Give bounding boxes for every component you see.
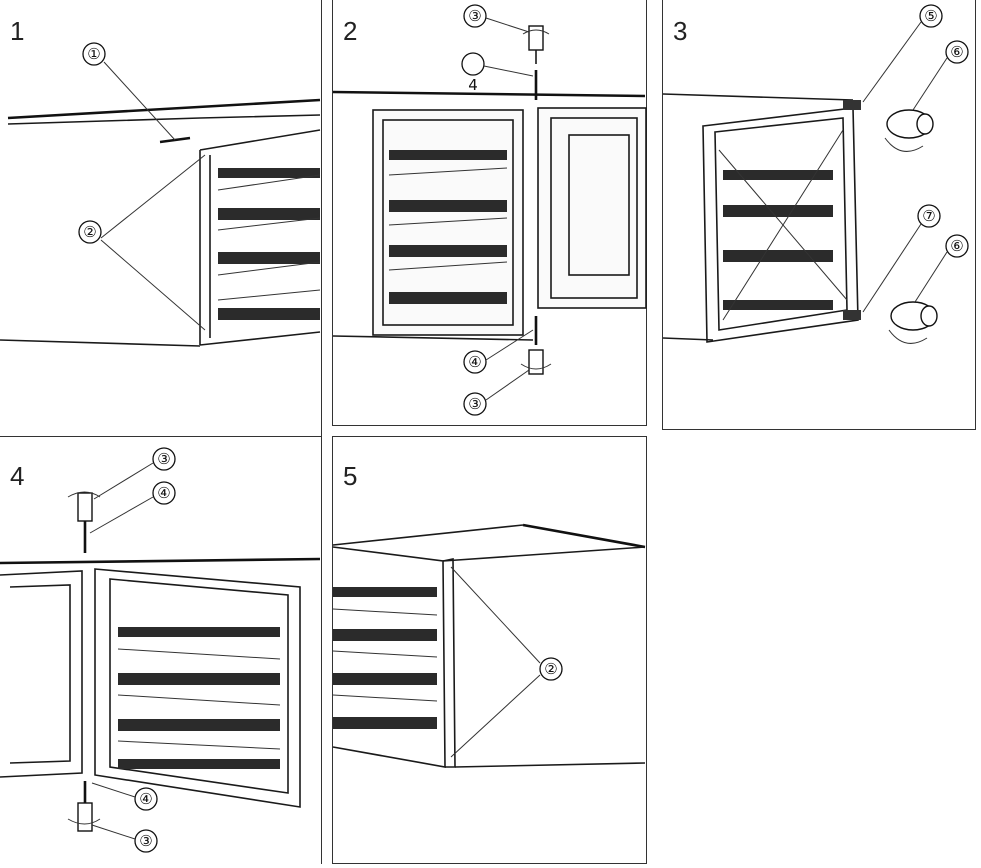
callout-6-bottom: ⑥ (950, 237, 963, 255)
step-5-illustration: ② (332, 523, 646, 768)
step-3-panel: 3 ⑤ ⑥ ⑦ ⑥ (662, 0, 976, 430)
callout-4-top: ④ (157, 484, 170, 502)
callout-4-bottom: ④ (139, 790, 152, 808)
callout-6-top: ⑥ (950, 43, 963, 61)
callout-7: ⑦ (922, 207, 935, 225)
callout-3-top: ③ (157, 450, 170, 468)
screwdriver-icon (67, 802, 101, 832)
callout-3-bottom: ③ (139, 832, 152, 850)
step-number: 2 (343, 16, 358, 46)
callout-2: ② (83, 223, 96, 241)
callout-5: ⑤ (924, 7, 937, 25)
screwdriver-icon (522, 25, 550, 64)
step-4-illustration: ③ ④ ④ ③ (0, 447, 321, 853)
screwdriver-icon (520, 349, 552, 375)
callout-4-top: 4 (468, 76, 478, 94)
rotate-arrow-icon (888, 301, 938, 344)
step-number: 4 (10, 461, 25, 491)
step-5-panel: 5 ② (332, 436, 647, 864)
step-3-illustration: ⑤ ⑥ ⑦ ⑥ (662, 4, 969, 344)
rotate-arrow-icon (884, 109, 934, 152)
step-2-illustration: ③ 4 ④ ③ (332, 4, 647, 416)
step-1-illustration: ① ② (0, 42, 321, 347)
callout-3-top: ③ (468, 7, 481, 25)
screwdriver-icon (67, 491, 101, 522)
callout-3-bottom: ③ (468, 395, 481, 413)
callout-4-bottom: ④ (468, 353, 481, 371)
step-4-panel: 4 ③ ④ ④ ③ (0, 436, 322, 864)
step-number: 5 (343, 461, 358, 491)
callout-1: ① (87, 45, 100, 63)
step-1-panel: 1 ① ② (0, 0, 322, 436)
callout-2: ② (544, 660, 557, 678)
step-number: 3 (673, 16, 688, 46)
step-2-panel: 2 ③ 4 ④ (332, 0, 647, 426)
step-number: 1 (10, 16, 25, 46)
